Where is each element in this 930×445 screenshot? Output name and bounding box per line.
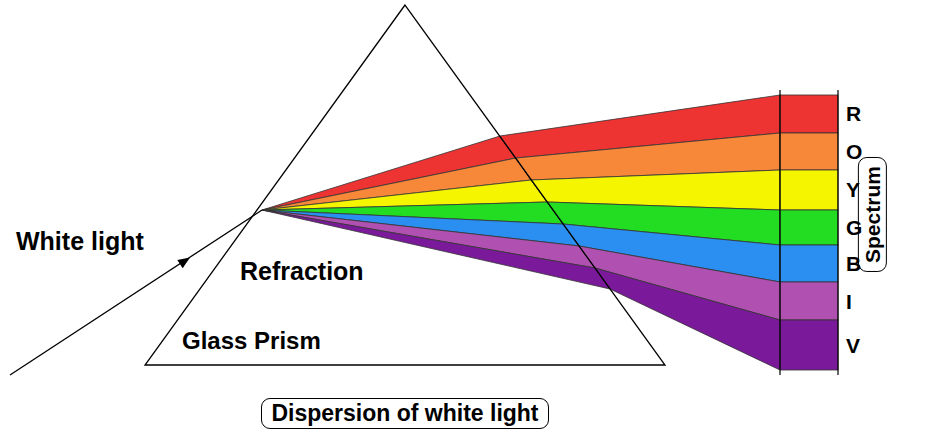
label-holder: I xyxy=(846,290,852,313)
glass-prism: RefractionGlass Prism xyxy=(145,5,665,365)
color-letter: R xyxy=(846,102,861,125)
label-holder: B xyxy=(846,252,861,275)
color-letter: G xyxy=(846,216,862,239)
spectrum-label: Spectrum xyxy=(860,167,883,264)
label-holder: V xyxy=(846,334,860,357)
caption-box: Dispersion of white light xyxy=(261,398,548,429)
spectrum-tag: Spectrum xyxy=(857,158,886,273)
text-holder: Refraction xyxy=(240,258,364,286)
text-holder: Glass Prism xyxy=(182,328,321,354)
label-holder: R xyxy=(846,102,861,125)
color-letter: I xyxy=(846,290,852,313)
label-holder: O xyxy=(846,140,862,163)
process-label: Refraction xyxy=(240,258,364,286)
label-holder: White light xyxy=(16,228,144,256)
label-holder: G xyxy=(846,216,862,239)
caption: Dispersion of white light xyxy=(271,401,538,426)
prism-label: Glass Prism xyxy=(182,328,321,354)
color-letter: O xyxy=(846,140,862,163)
color-letter: B xyxy=(846,252,861,275)
ray-label: White light xyxy=(16,228,144,256)
color-letter: V xyxy=(846,334,860,357)
prism-outline xyxy=(145,5,665,367)
label-holder: Y xyxy=(846,178,860,201)
color-letter: Y xyxy=(846,178,860,201)
